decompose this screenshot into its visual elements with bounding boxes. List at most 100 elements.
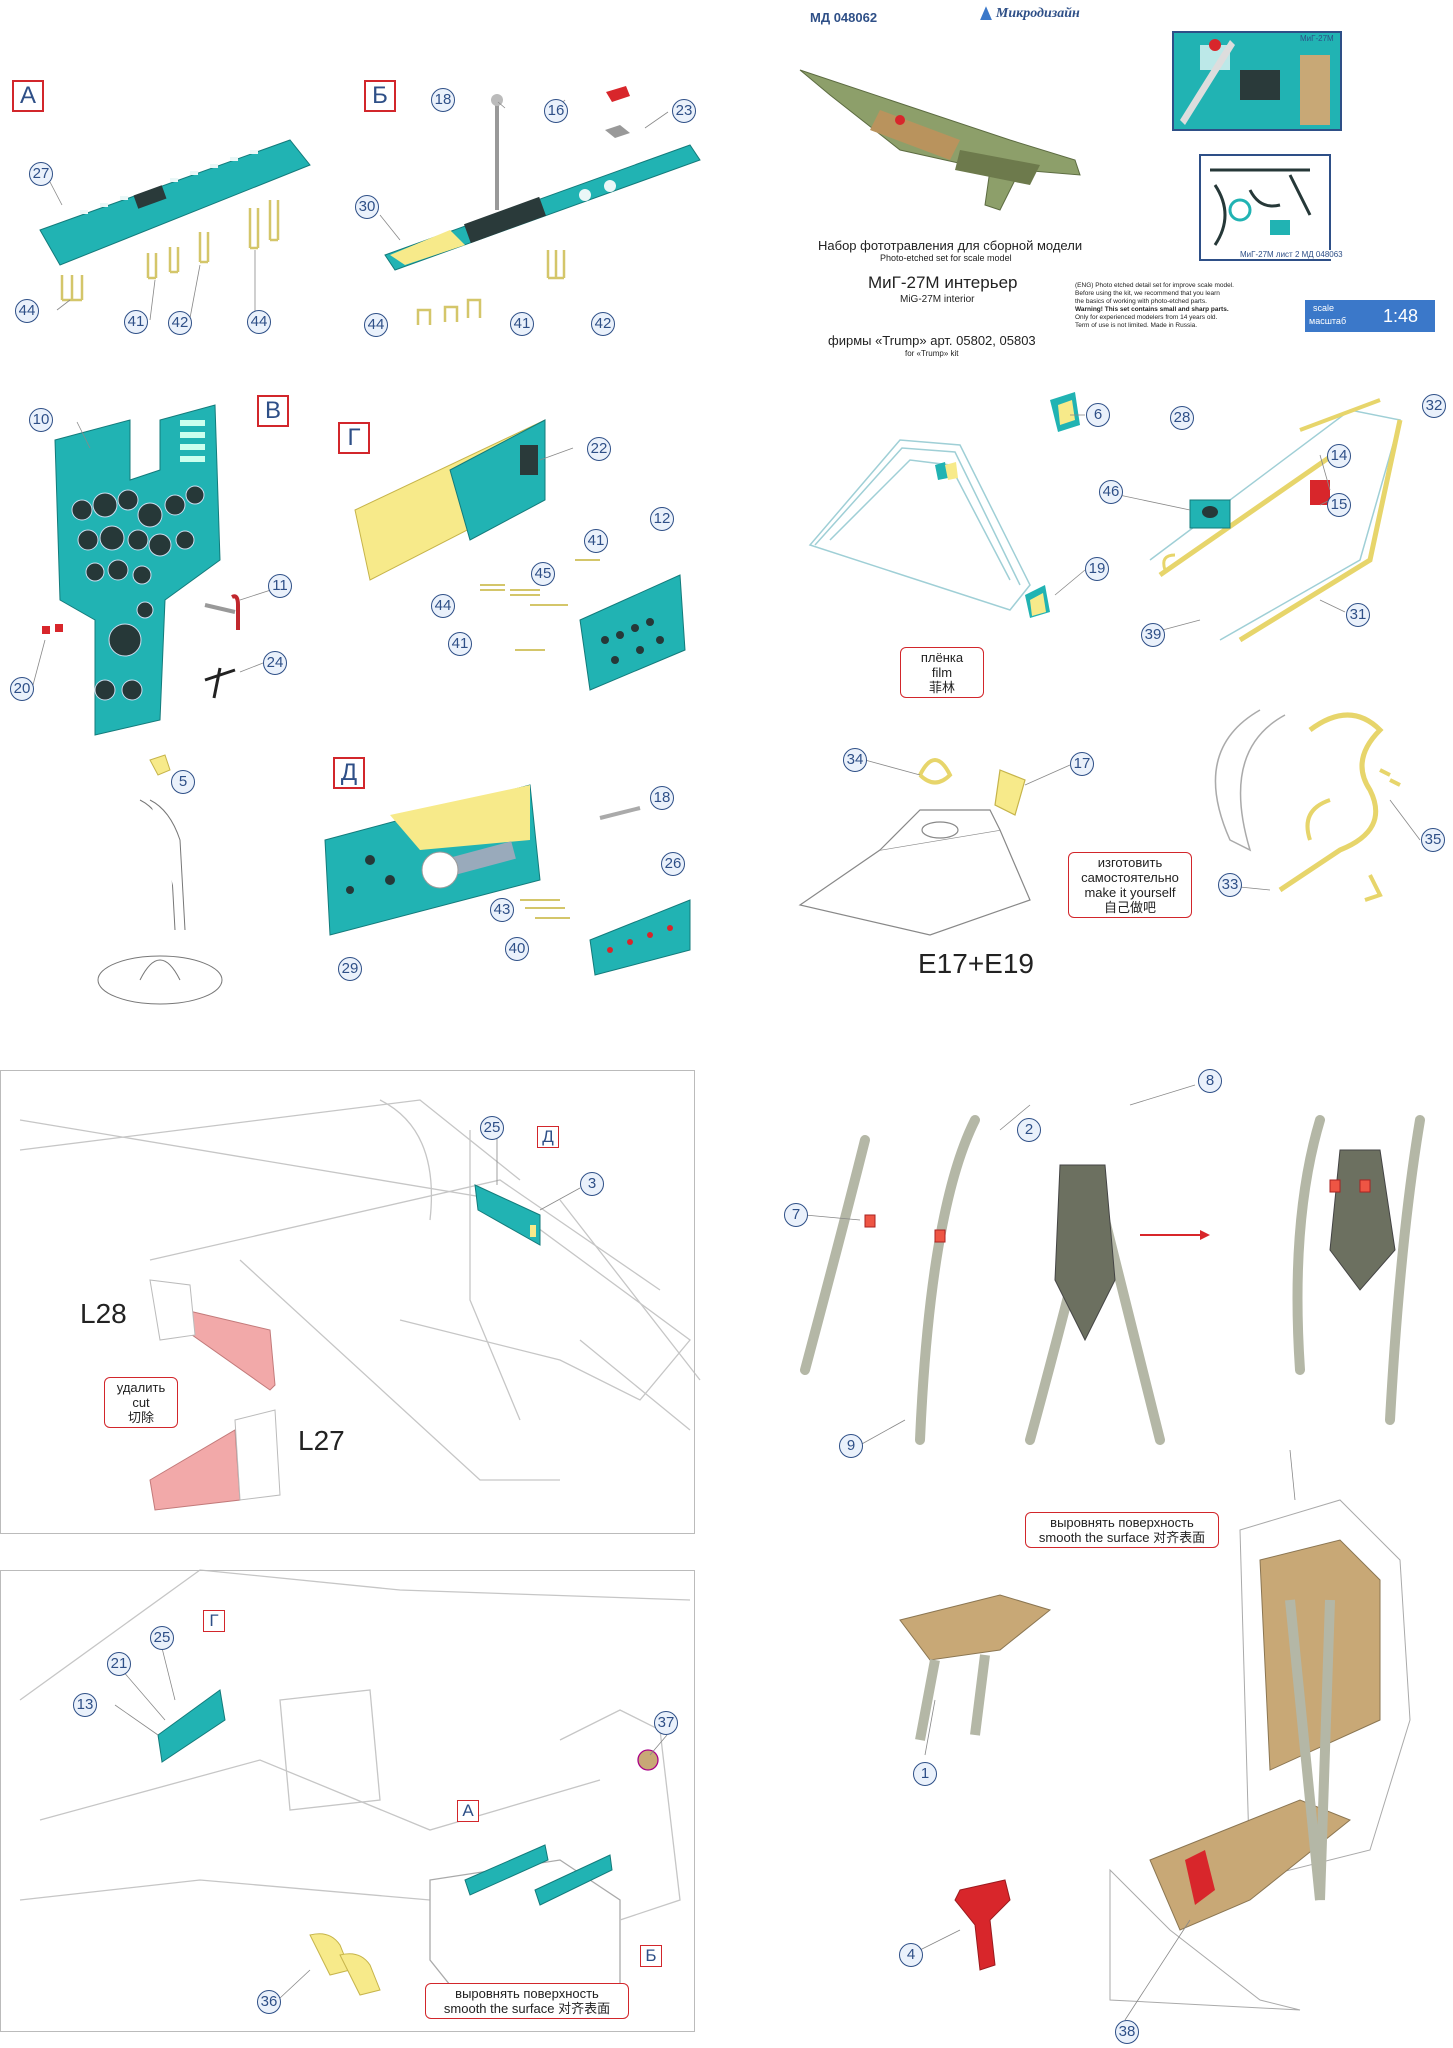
callout-37: 37	[654, 1711, 678, 1735]
callout-18: 18	[650, 786, 674, 810]
fuselage-drawing-top	[19, 1099, 701, 1481]
section-label-b: Б	[364, 80, 396, 112]
callout-30: 30	[355, 195, 379, 219]
section-label-g: Г	[338, 422, 370, 454]
cut-parts-L27-L28	[149, 1279, 281, 1511]
callout-41: 41	[584, 529, 608, 553]
callout-28: 28	[1170, 406, 1194, 430]
callout-24: 24	[263, 651, 287, 675]
callout-38: 38	[1115, 2020, 1139, 2044]
callout-3: 3	[580, 1172, 604, 1196]
callout-2: 2	[1017, 1118, 1041, 1142]
note-make-ru-1: изготовить	[1097, 855, 1163, 870]
callout-1: 1	[913, 1762, 937, 1786]
title-ru: Набор фототравления для сборной модели	[818, 238, 1083, 253]
callout-25: 25	[480, 1116, 504, 1140]
ejection-seat	[1109, 1499, 1411, 2011]
aircraft-illustration	[799, 69, 1081, 211]
instrument-panel-10	[42, 404, 240, 736]
info-line: the basics of working with photo-etched …	[1075, 298, 1207, 305]
label-l27: L27	[298, 1425, 345, 1456]
note-smooth-cockpit: выровнять поверхность smooth the surface…	[425, 1983, 629, 2019]
side-panel-installed-3	[474, 1184, 541, 1246]
callout-27: 27	[29, 162, 53, 186]
scale-value: 1:48	[1383, 306, 1419, 326]
callout-41: 41	[510, 312, 534, 336]
callout-12: 12	[650, 507, 674, 531]
callout-7: 7	[784, 1203, 808, 1227]
note-film-en: film	[931, 665, 953, 680]
callout-6: 6	[1086, 403, 1110, 427]
note-make-yourself: изготовить самостоятельно make it yourse…	[1068, 852, 1192, 918]
canopy-frame-31	[1149, 398, 1403, 643]
callout-33: 33	[1218, 873, 1242, 897]
note-smooth-ru: выровнять поверхность	[1050, 1515, 1194, 1530]
callout-36: 36	[257, 1990, 281, 2014]
callout-15: 15	[1327, 493, 1351, 517]
callout-42: 42	[591, 312, 615, 336]
assembly-frame-lower	[0, 1570, 695, 2032]
callout-46: 46	[1099, 480, 1123, 504]
section-label-v: В	[257, 395, 289, 427]
section-label-b-small: Б	[640, 1945, 662, 1967]
callout-32: 32	[1422, 394, 1446, 418]
note-cut-ru: удалить	[116, 1380, 166, 1395]
callout-44: 44	[15, 299, 39, 323]
note-smooth-ru: выровнять поверхность	[455, 1986, 599, 2001]
callout-22: 22	[587, 437, 611, 461]
note-smooth-seat: выровнять поверхность smooth the surface…	[1025, 1512, 1219, 1548]
note-cut-en: cut	[132, 1395, 150, 1410]
photo-etch-fret-2	[1199, 154, 1331, 261]
callout-11: 11	[268, 574, 292, 598]
callout-23: 23	[672, 99, 696, 123]
callout-42: 42	[168, 311, 192, 335]
callout-25: 25	[150, 1626, 174, 1650]
info-line: (ENG) Photo etched detail set for improv…	[1075, 282, 1234, 289]
label-l28: L28	[80, 1298, 127, 1329]
kit-en: for «Trump» kit	[905, 349, 959, 358]
console-panel-27	[39, 139, 311, 266]
callout-14: 14	[1327, 444, 1351, 468]
section-label-d: Д	[333, 757, 365, 789]
callout-35: 35	[1421, 828, 1445, 852]
model-ru: МиГ-27М интерьер	[868, 273, 1018, 292]
info-line: Warning! This set contains small and sha…	[1075, 306, 1229, 313]
kit-ru: фирмы «Trump» арт. 05802, 05803	[828, 333, 1036, 348]
callout-44: 44	[431, 594, 455, 618]
photo-etch-fret-1	[1172, 31, 1342, 131]
callout-4: 4	[899, 1943, 923, 1967]
callout-43: 43	[490, 898, 514, 922]
info-line: Before using the kit, we recommend that …	[1075, 290, 1220, 297]
brand-logo-icon	[980, 6, 992, 21]
brand-logo: Микродизайн	[980, 4, 1080, 22]
harness-straps	[800, 1115, 1425, 1445]
callout-8: 8	[1198, 1069, 1222, 1093]
note-film: плёнка film 菲林	[900, 647, 984, 698]
foot-pedals-36	[309, 1933, 381, 1996]
note-film-ru: плёнка	[920, 650, 964, 665]
model-en: MiG-27M interior	[900, 294, 975, 305]
note-smooth-en: smooth the surface 对齐表面	[443, 2001, 611, 2016]
seat-cushion-1	[899, 1594, 1052, 1741]
callout-45: 45	[531, 562, 555, 586]
callout-20: 20	[10, 677, 34, 701]
callout-31: 31	[1346, 603, 1370, 627]
note-make-cn: 自己做吧	[1103, 900, 1156, 915]
ejection-handle-4	[954, 1879, 1011, 1971]
note-film-cn: 菲林	[928, 680, 955, 695]
gunsight-base	[798, 758, 1031, 936]
canopy-parts-6-19	[935, 392, 1080, 618]
section-label-g-small: Г	[203, 1610, 225, 1632]
callout-44: 44	[247, 310, 271, 334]
note-make-en: make it yourself	[1084, 885, 1176, 900]
callout-5: 5	[171, 770, 195, 794]
brand-name: Микродизайн	[995, 6, 1080, 21]
callout-19: 19	[1085, 557, 1109, 581]
fuselage-drawing-bottom	[19, 1569, 691, 2011]
info-block: (ENG) Photo etched detail set for improv…	[1075, 282, 1315, 330]
callout-41: 41	[124, 310, 148, 334]
callout-41: 41	[448, 632, 472, 656]
make-yourself-parts	[1214, 709, 1401, 902]
section-label-a: А	[12, 80, 44, 112]
